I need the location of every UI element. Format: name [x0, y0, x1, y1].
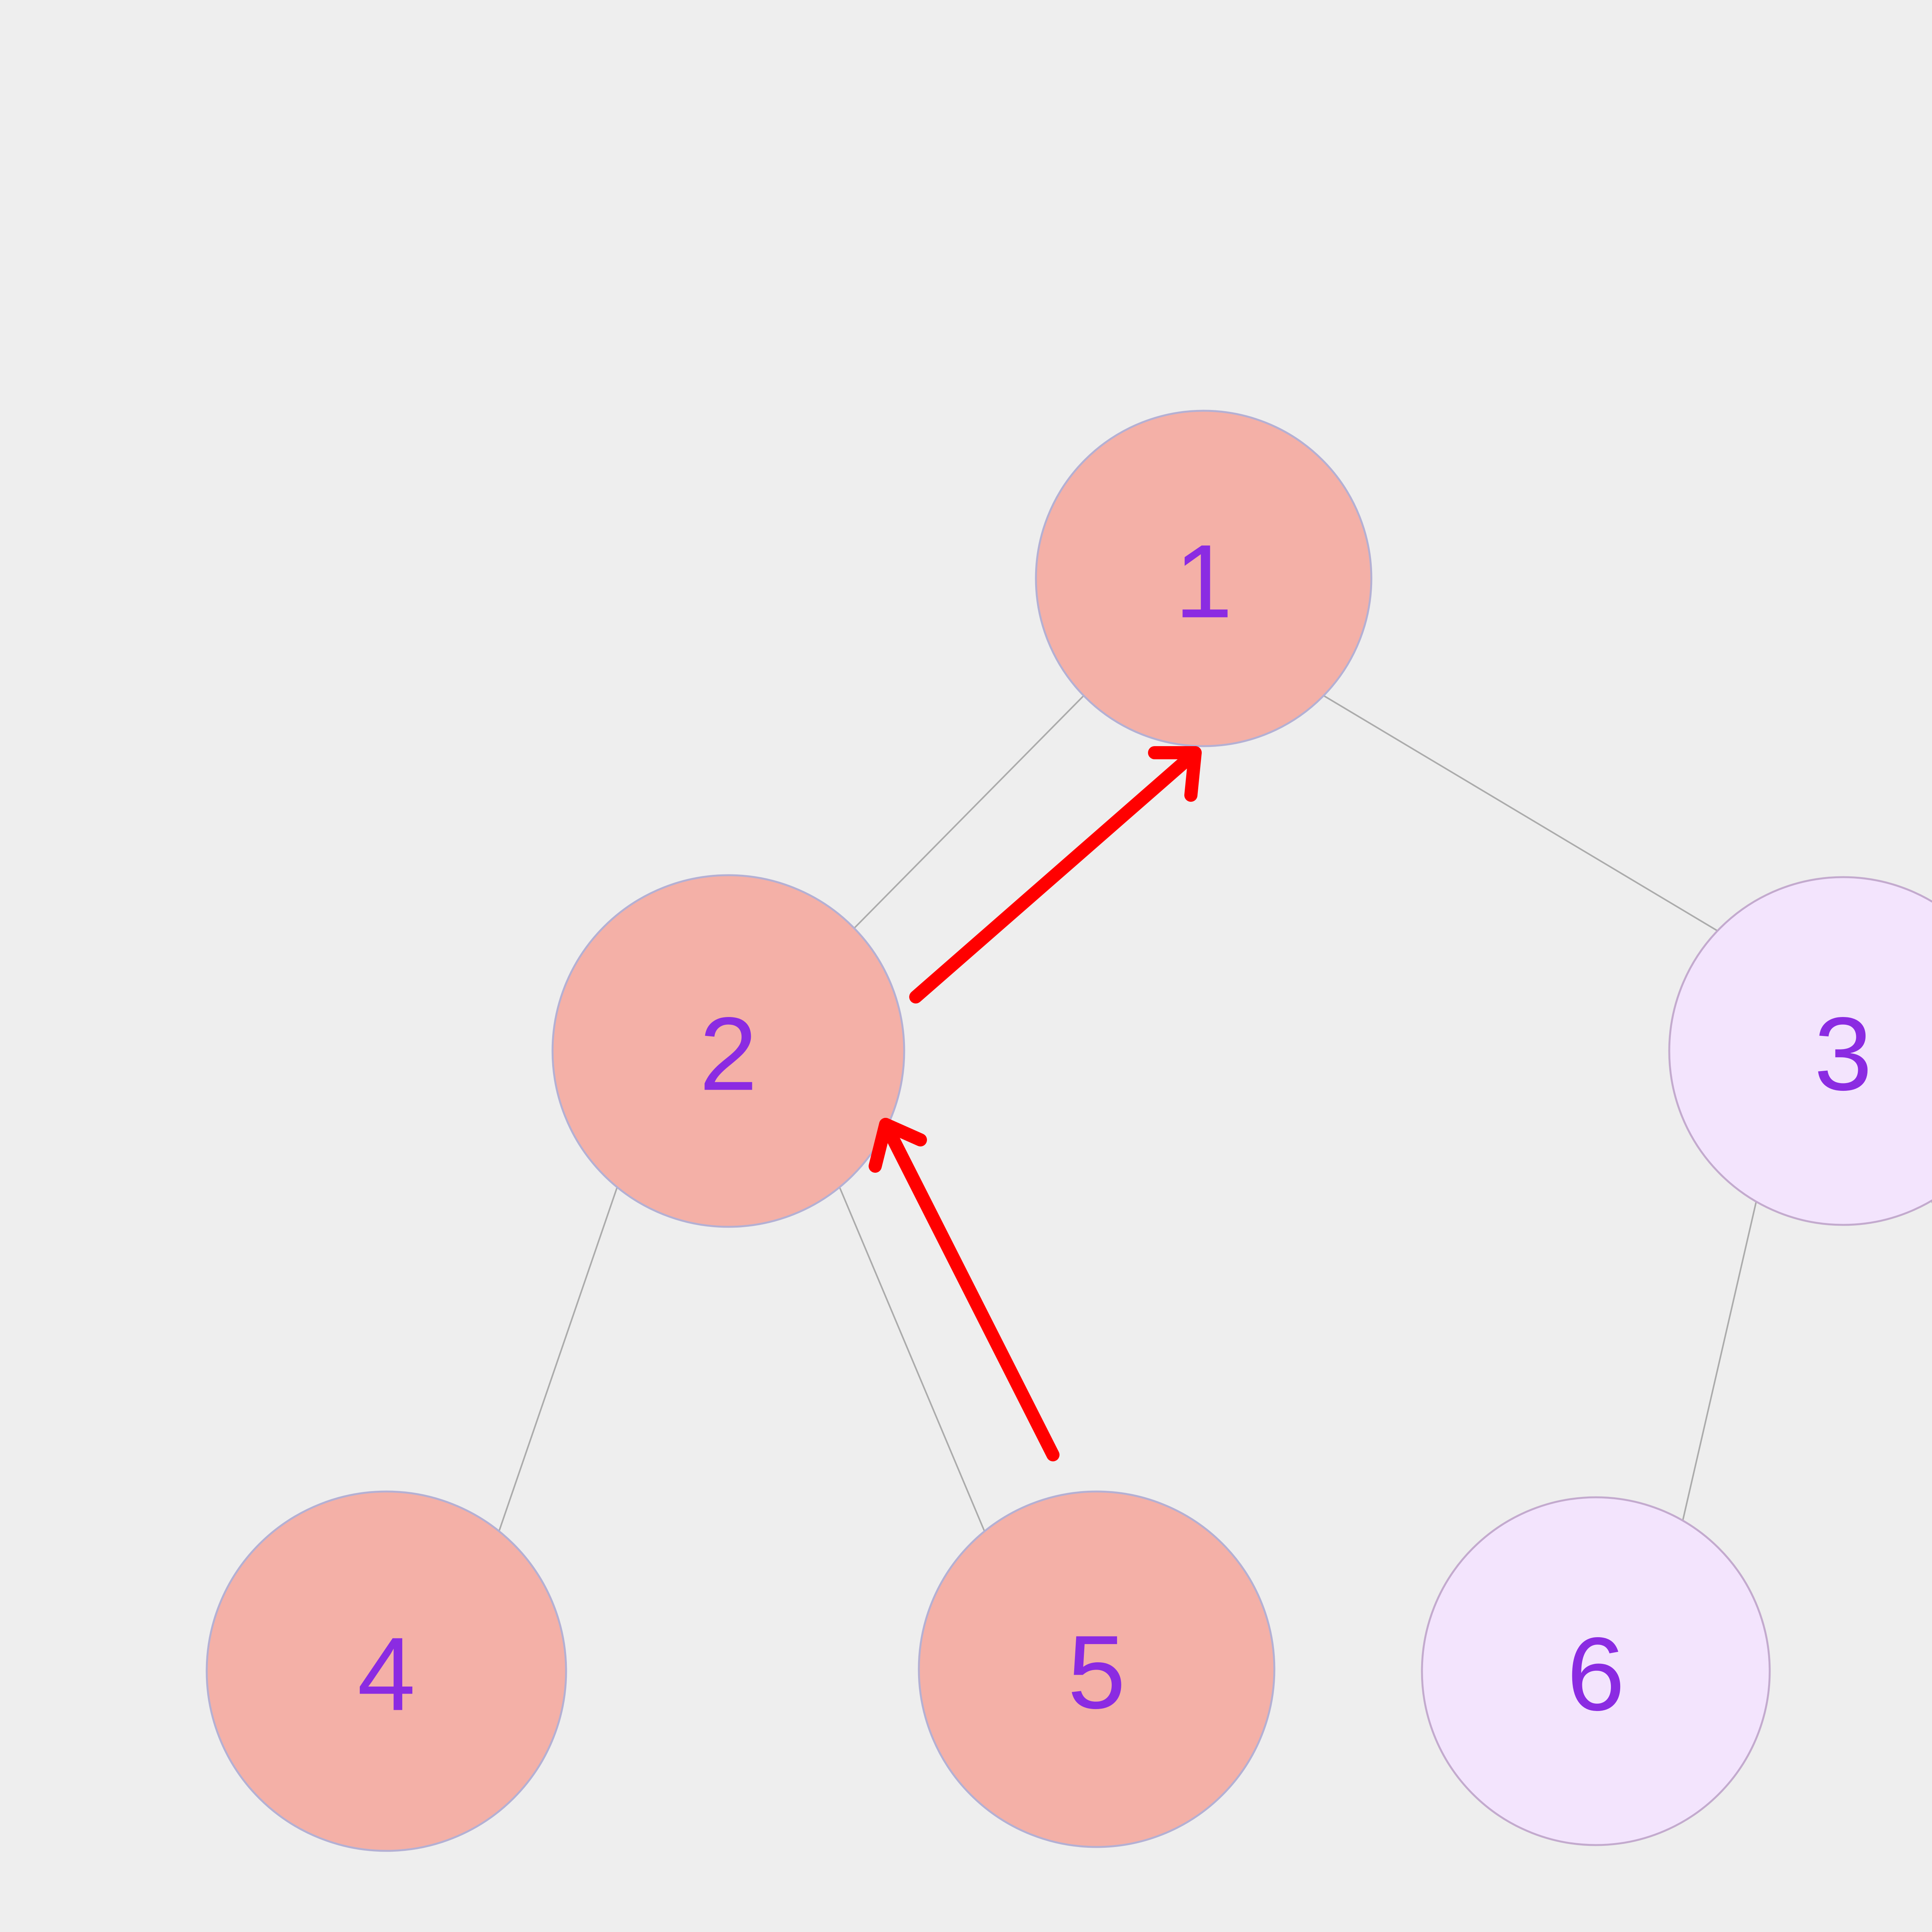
node-label: 2 — [699, 996, 757, 1112]
edge-group — [497, 695, 1932, 1536]
node-circle[interactable] — [1668, 876, 1932, 1226]
node-label: 4 — [357, 1616, 415, 1733]
node-group: 1 2 3 4 5 6 7 — [206, 410, 1932, 1852]
node-circle[interactable] — [918, 1490, 1276, 1848]
tree-edge — [839, 1187, 986, 1534]
tree-node-1[interactable]: 1 — [1035, 410, 1372, 747]
tree-edge — [1323, 695, 1724, 935]
tree-node-5[interactable]: 5 — [918, 1490, 1276, 1848]
annotation-arrow-child-to-parent — [909, 746, 1202, 1003]
node-label: 1 — [1175, 524, 1233, 640]
tree-edge — [497, 1187, 618, 1536]
node-circle[interactable] — [1421, 1496, 1771, 1846]
tree-edge — [847, 695, 1085, 935]
tree-node-6[interactable]: 6 — [1421, 1496, 1771, 1846]
arrow-shaft — [879, 1118, 1060, 1461]
tree-node-2[interactable]: 2 — [551, 874, 905, 1228]
annotation-group — [869, 746, 1202, 1461]
arrow-shaft — [909, 746, 1202, 1003]
node-circle[interactable] — [206, 1490, 567, 1852]
arrowhead-icon — [1148, 746, 1202, 802]
node-label: 5 — [1068, 1614, 1126, 1731]
node-circle[interactable] — [1035, 410, 1372, 747]
tree-edge — [1682, 1201, 1757, 1521]
node-label: 6 — [1567, 1616, 1625, 1733]
annotation-arrow-child-to-parent — [869, 1118, 1060, 1461]
node-circle[interactable] — [551, 874, 905, 1228]
arrowhead-icon — [869, 1118, 927, 1173]
tree-node-4[interactable]: 4 — [206, 1490, 567, 1852]
node-label: 3 — [1814, 996, 1872, 1112]
tree-node-3[interactable]: 3 — [1668, 876, 1932, 1226]
